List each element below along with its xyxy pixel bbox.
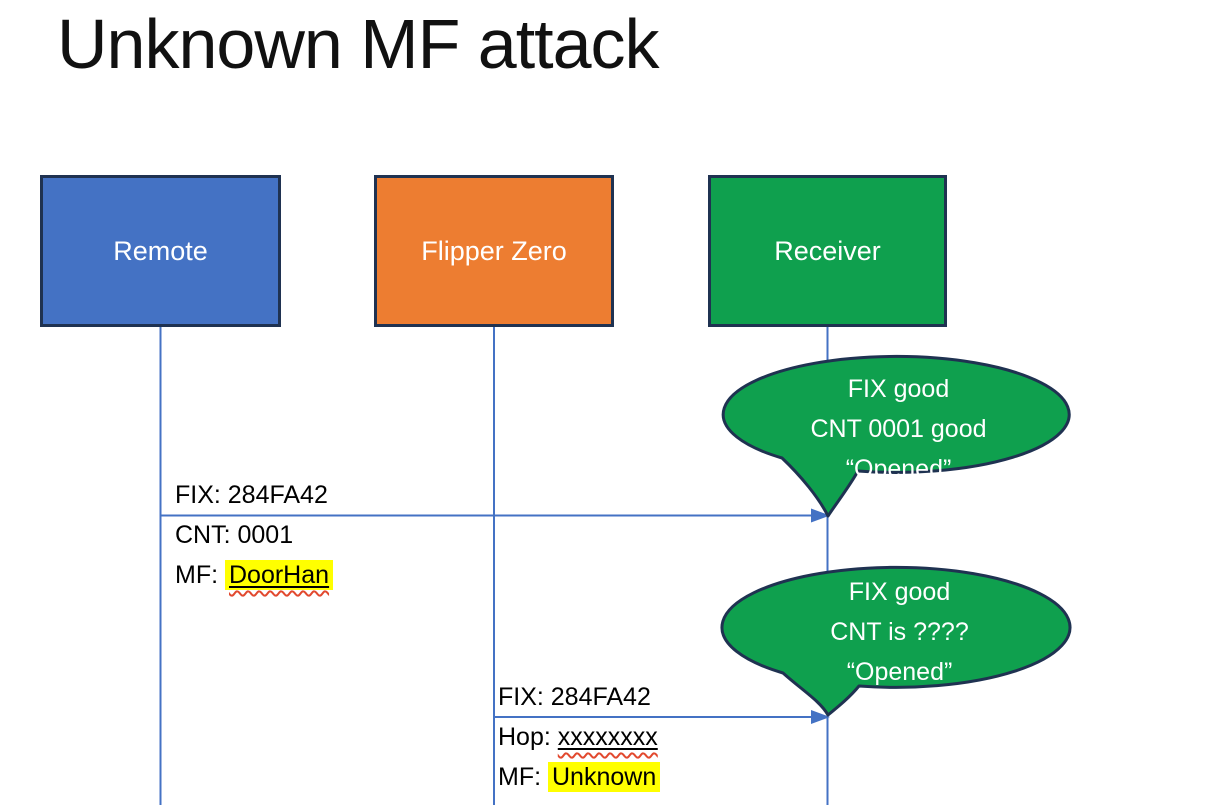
callout-2-line-1: FIX good [848,578,951,606]
callout-bubble-2 [720,565,1072,717]
message-2-line-fix: FIX: 284FA42 [498,683,651,711]
message-2-mf-value: Unknown [552,763,657,791]
message-2-mf-prefix: MF: [498,763,548,791]
message-1-line-fix: FIX: 284FA42 [175,481,328,509]
message-2-hop-value: xxxxxxxx [557,723,658,751]
message-1-mf-value-highlight: DoorHan [225,560,334,590]
callout-1-line-3: “Opened” [845,455,952,483]
actor-label-flipper-zero: Flipper Zero [421,235,567,266]
message-1-mf-prefix: MF: [175,561,225,589]
message-arrow-flipper-to-receiver [494,710,830,724]
message-1-label: FIX: 284FA42 CNT: 0001 MF: DoorHan [175,475,334,595]
actor-box-receiver: Receiver [708,175,947,327]
actor-box-flipper-zero: Flipper Zero [374,175,614,327]
message-arrow-remote-to-receiver [160,508,830,523]
callout-1-line-1: FIX good [847,375,950,403]
actor-box-remote: Remote [40,175,281,327]
message-2-hop-value-spellcheck: xxxxxxxx [558,723,658,751]
message-1-line-cnt: CNT: 0001 [175,521,294,549]
message-1-line-mf: MF: DoorHan [175,555,334,595]
message-2-hop-prefix: Hop: [498,723,558,751]
callout-2-line-2: CNT is ???? [830,618,969,646]
callout-2-text: FIX good CNT is ???? “Opened” [727,572,1072,692]
message-2-line-mf: MF: Unknown [498,757,661,797]
callout-1-line-2: CNT 0001 good [810,415,987,443]
actor-label-remote: Remote [113,235,208,266]
message-2-label: FIX: 284FA42 Hop: xxxxxxxx MF: Unknown [498,677,661,797]
message-1-mf-value: DoorHan [229,561,330,589]
callout-bubble-1 [721,354,1071,518]
message-2-mf-value-highlight: Unknown [548,762,661,792]
callout-1-text: FIX good CNT 0001 good “Opened” [727,369,1070,489]
actor-label-receiver: Receiver [774,235,881,266]
message-2-line-hop: Hop: xxxxxxxx [498,717,660,757]
callout-2-line-3: “Opened” [846,658,953,686]
slide-title: Unknown MF attack [57,5,660,83]
